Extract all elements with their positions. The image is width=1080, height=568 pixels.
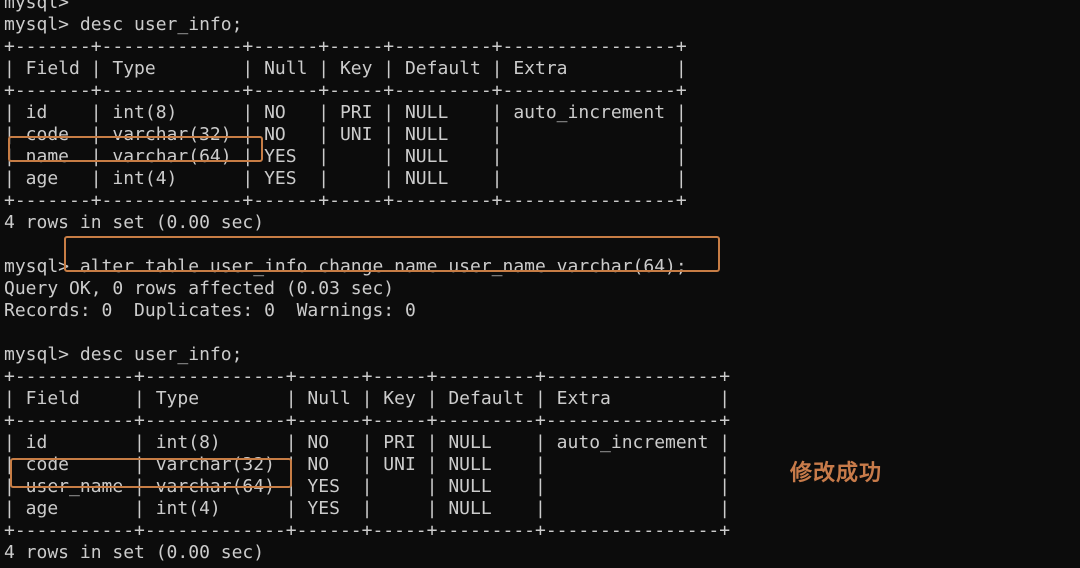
command-line: mysql> alter table user_info change name… — [4, 256, 687, 277]
command-line: mysql> desc user_info; — [4, 14, 243, 35]
result-summary: 4 rows in set (0.00 sec) — [4, 212, 265, 233]
table-border: +-------+-------------+------+-----+----… — [4, 36, 687, 57]
table-border: +-------+-------------+------+-----+----… — [4, 80, 687, 101]
table-header-row: | Field | Type | Null | Key | Default | … — [4, 58, 687, 79]
table-border: +-----------+-------------+------+-----+… — [4, 366, 731, 387]
table-border: +-----------+-------------+------+-----+… — [4, 410, 731, 431]
table-row: | name | varchar(64) | YES | | NULL | | — [4, 146, 687, 167]
command-line: mysql> desc user_info; — [4, 344, 243, 365]
success-annotation: 修改成功 — [790, 461, 883, 486]
table-row: | id | int(8) | NO | PRI | NULL | auto_i… — [4, 102, 687, 123]
table-header-row: | Field | Type | Null | Key | Default | … — [4, 388, 731, 409]
output-line: Records: 0 Duplicates: 0 Warnings: 0 — [4, 300, 416, 321]
output-line: Query OK, 0 rows affected (0.03 sec) — [4, 278, 395, 299]
table-row: | age | int(4) | YES | | NULL | | — [4, 498, 731, 519]
table-border: +-------+-------------+------+-----+----… — [4, 190, 687, 211]
result-summary: 4 rows in set (0.00 sec) — [4, 542, 265, 563]
table-border: +-----------+-------------+------+-----+… — [4, 520, 731, 541]
table-row: | age | int(4) | YES | | NULL | | — [4, 168, 687, 189]
prompt-line: mysql> — [4, 0, 70, 13]
table-row: | id | int(8) | NO | PRI | NULL | auto_i… — [4, 432, 731, 453]
table-row: | code | varchar(32) | NO | UNI | NULL |… — [4, 454, 731, 475]
table-row: | user_name | varchar(64) | YES | | NULL… — [4, 476, 731, 497]
table-row: | code | varchar(32) | NO | UNI | NULL |… — [4, 124, 687, 145]
